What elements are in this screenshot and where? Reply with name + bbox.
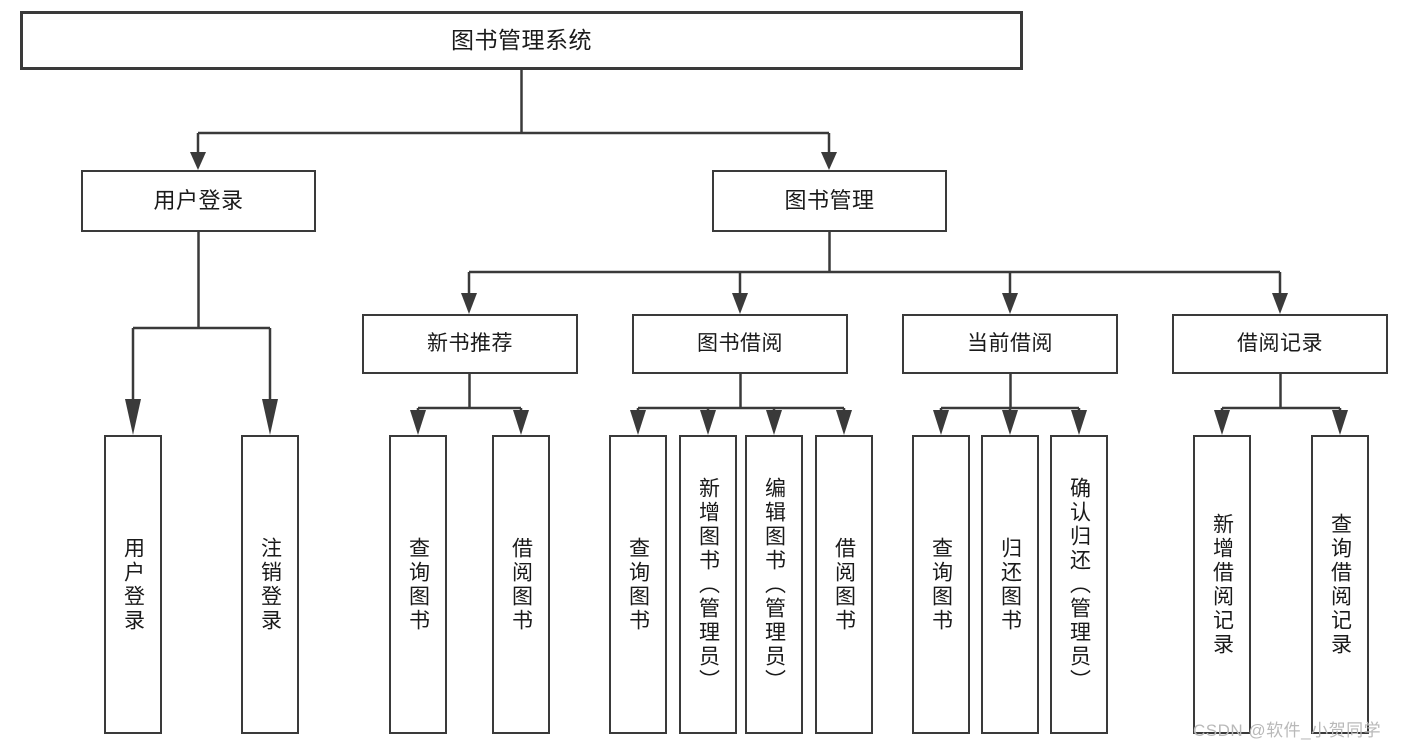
- leaf-cb-query-book[interactable]: 查询图书: [912, 435, 970, 734]
- arrow-root-to-book-mgmt: [821, 152, 837, 170]
- arrow-cb-c3: [1071, 410, 1087, 435]
- arrow-nbr-c2: [513, 410, 529, 435]
- leaf-bb-edit-book-label: 编辑图书（管理员）: [762, 476, 786, 693]
- arrow-bb-c4: [836, 410, 852, 435]
- leaf-bb-query-book[interactable]: 查询图书: [609, 435, 667, 734]
- leaf-nbr-query-book-label: 查询图书: [406, 536, 430, 633]
- node-new-book-recommend-label: 新书推荐: [427, 331, 513, 355]
- node-user-login[interactable]: 用户登录: [81, 170, 316, 232]
- arrow-bb-c2: [700, 410, 716, 435]
- leaf-user-login-logout-label: 注销登录: [258, 536, 282, 633]
- node-current-borrow[interactable]: 当前借阅: [902, 314, 1118, 374]
- node-book-management[interactable]: 图书管理: [712, 170, 947, 232]
- node-book-management-label: 图书管理: [784, 188, 875, 214]
- arrow-bm-c3: [1002, 293, 1018, 314]
- leaf-cb-query-book-label: 查询图书: [929, 536, 953, 633]
- leaf-bb-add-book-label: 新增图书（管理员）: [696, 476, 720, 693]
- node-borrow-record-label: 借阅记录: [1237, 331, 1323, 355]
- leaf-user-login-login-label: 用户登录: [121, 536, 145, 633]
- node-root-label: 图书管理系统: [451, 27, 592, 54]
- leaf-cb-confirm-return[interactable]: 确认归还（管理员）: [1050, 435, 1108, 734]
- leaf-br-query-record[interactable]: 查询借阅记录: [1311, 435, 1369, 734]
- leaf-nbr-borrow-book-label: 借阅图书: [509, 536, 533, 633]
- leaf-user-login-logout[interactable]: 注销登录: [241, 435, 299, 734]
- leaf-bb-borrow-book-label: 借阅图书: [832, 536, 856, 633]
- arrow-bm-c2: [732, 293, 748, 314]
- csdn-watermark: CSDN @软件_小贺同学: [1193, 721, 1382, 740]
- node-new-book-recommend[interactable]: 新书推荐: [362, 314, 578, 374]
- arrow-bm-c4: [1272, 293, 1288, 314]
- leaf-nbr-query-book[interactable]: 查询图书: [389, 435, 447, 734]
- node-book-borrow[interactable]: 图书借阅: [632, 314, 848, 374]
- arrow-br-c2: [1332, 410, 1348, 435]
- arrow-user-login-c2: [262, 399, 278, 435]
- leaf-user-login-login[interactable]: 用户登录: [104, 435, 162, 734]
- leaf-nbr-borrow-book[interactable]: 借阅图书: [492, 435, 550, 734]
- leaf-br-add-record-label: 新增借阅记录: [1210, 512, 1234, 657]
- arrow-bb-c1: [630, 410, 646, 435]
- arrow-bm-c1: [461, 293, 477, 314]
- node-book-borrow-label: 图书借阅: [697, 331, 783, 355]
- leaf-bb-query-book-label: 查询图书: [626, 536, 650, 633]
- node-user-login-label: 用户登录: [153, 188, 244, 214]
- node-current-borrow-label: 当前借阅: [967, 331, 1053, 355]
- leaf-bb-add-book[interactable]: 新增图书（管理员）: [679, 435, 737, 734]
- leaf-br-query-record-label: 查询借阅记录: [1328, 512, 1352, 657]
- leaf-cb-return-book-label: 归还图书: [998, 536, 1022, 633]
- leaf-br-add-record[interactable]: 新增借阅记录: [1193, 435, 1251, 734]
- leaf-cb-return-book[interactable]: 归还图书: [981, 435, 1039, 734]
- node-borrow-record[interactable]: 借阅记录: [1172, 314, 1388, 374]
- arrow-cb-c1: [933, 410, 949, 435]
- arrow-cb-c2: [1002, 410, 1018, 435]
- leaf-bb-borrow-book[interactable]: 借阅图书: [815, 435, 873, 734]
- leaf-cb-confirm-return-label: 确认归还（管理员）: [1067, 476, 1091, 693]
- arrow-user-login-c1: [125, 399, 141, 435]
- leaf-bb-edit-book[interactable]: 编辑图书（管理员）: [745, 435, 803, 734]
- arrow-br-c1: [1214, 410, 1230, 435]
- node-root-book-management-system[interactable]: 图书管理系统: [20, 11, 1023, 70]
- arrow-root-to-user-login: [190, 152, 206, 170]
- arrow-nbr-c1: [410, 410, 426, 435]
- arrow-bb-c3: [766, 410, 782, 435]
